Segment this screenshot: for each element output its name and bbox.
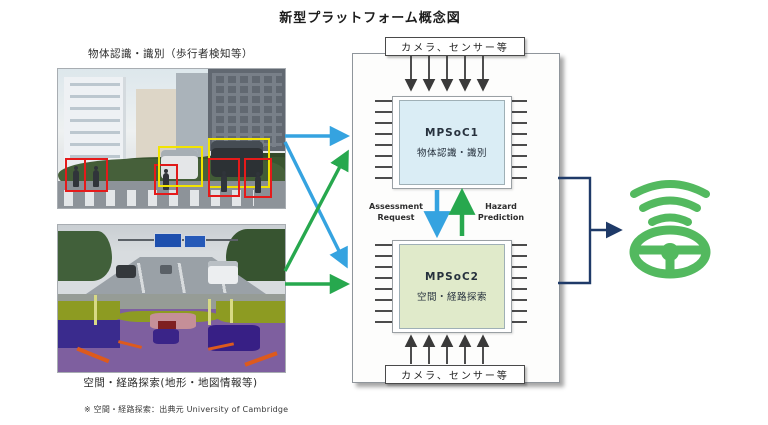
pedestrian-box — [84, 158, 108, 192]
signal-arc-medium — [639, 196, 701, 212]
source-note: ※ 空間・経路探索：出典元 University of Cambridge — [84, 405, 289, 414]
trees-left — [58, 231, 112, 281]
blue-arrow-detection-to-mpsoc2 — [283, 141, 348, 269]
seg-pole — [208, 299, 211, 325]
steering-wheel-wifi-icon — [629, 180, 711, 279]
pedestrian-box — [65, 158, 86, 192]
output-bracket-line — [558, 176, 592, 285]
blue-road-sign — [154, 233, 182, 248]
mpsoc2-subtitle: 空間・経路探索 — [416, 291, 487, 303]
object-detection-label: 物体認識・識別（歩行者検知等） — [88, 48, 253, 60]
seg-barrier — [58, 320, 120, 348]
chip-pins-left — [375, 244, 392, 326]
mpsoc2-chip-core: MPSoC2 空間・経路探索 — [399, 244, 505, 329]
pedestrian-box — [208, 158, 240, 197]
mpsoc1-chip-core: MPSoC1 物体認識・識別 — [399, 100, 505, 185]
seg-car-blue — [153, 329, 179, 344]
chip-pins-left — [375, 100, 392, 182]
pedestrian — [221, 171, 227, 192]
pedestrian — [255, 172, 261, 193]
route-search-label: 空間・経路探索(地形・地図情報等) — [83, 377, 258, 389]
pedestrian-box — [244, 158, 272, 198]
signal-arc-large — [630, 180, 710, 198]
blue-road-sign — [184, 235, 206, 248]
chip-pins-right — [510, 244, 527, 326]
pedestrian-box — [154, 164, 178, 195]
vehicle-box — [158, 146, 203, 187]
seg-vegetation-right — [216, 301, 285, 323]
page-title: 新型プラットフォーム概念図 — [279, 11, 461, 26]
camera-sensor-top-label: カメラ、センサー等 — [401, 43, 509, 54]
wheel-hub — [661, 243, 679, 261]
mpsoc1-subtitle: 物体認識・識別 — [416, 147, 487, 159]
crosswalk — [64, 190, 254, 206]
assessment-request-label: Assessment Request — [369, 202, 423, 222]
dark-building-windows — [212, 73, 282, 147]
chip-pins-right — [510, 100, 527, 182]
mpsoc2-title: MPSoC2 — [425, 270, 479, 283]
seg-pole — [94, 295, 97, 325]
green-arrow-route-to-mpsoc1 — [283, 149, 349, 272]
signal-arc-small — [648, 213, 692, 226]
pedestrian — [72, 166, 79, 187]
object-detection-photo — [57, 68, 286, 209]
camera-sensor-bottom-label: カメラ、センサー等 — [401, 371, 509, 382]
dark-car — [116, 265, 136, 278]
camera-sensor-bottom-box: カメラ、センサー等 — [385, 365, 525, 384]
mpsoc1-title: MPSoC1 — [425, 126, 479, 139]
building-windows — [70, 83, 120, 163]
camera-sensor-top-box: カメラ、センサー等 — [385, 37, 525, 56]
seg-pole — [230, 299, 233, 323]
white-van — [208, 261, 238, 284]
segmentation-photo — [57, 224, 286, 373]
small-car — [160, 265, 172, 274]
seg-car-darkred — [158, 321, 176, 329]
hazard-prediction-label: Hazard Prediction — [477, 202, 525, 222]
pedestrian — [163, 169, 169, 190]
pedestrian — [93, 166, 99, 187]
